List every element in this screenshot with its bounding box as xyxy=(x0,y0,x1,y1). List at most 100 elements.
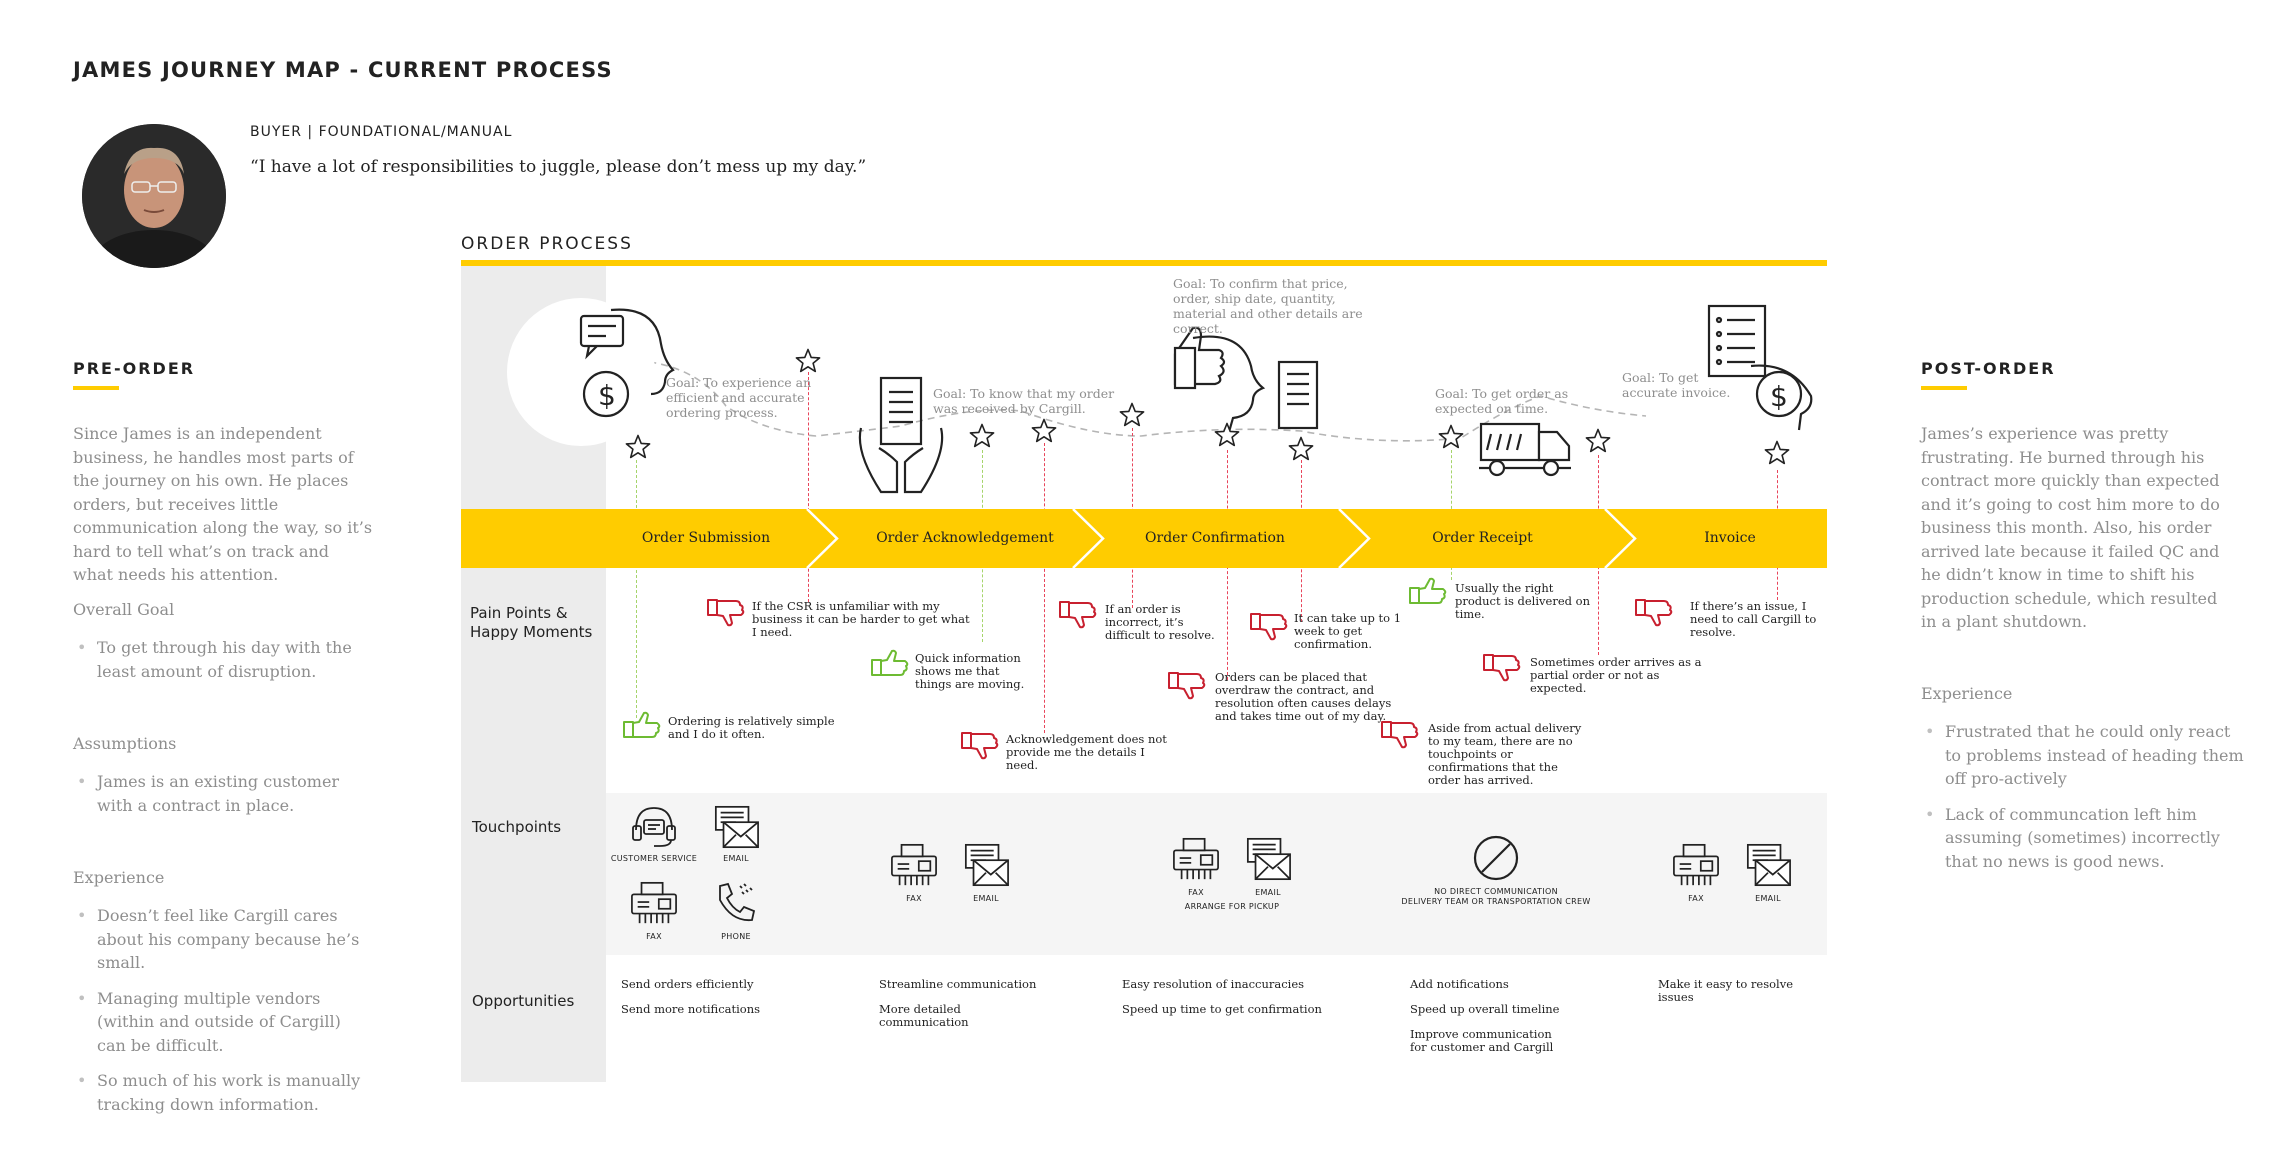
opportunity-item: Add notifications xyxy=(1410,977,1509,991)
opportunity-item: Easy resolution of inaccuracies xyxy=(1122,977,1305,991)
touchpoint-label: EMAIL xyxy=(973,894,999,903)
row-label-opportunities: Opportunities xyxy=(472,992,575,1010)
phone-icon xyxy=(719,882,756,922)
stage-invoice: Invoice xyxy=(1704,530,1756,546)
opportunity-item: Speed up overall timeline xyxy=(1410,1002,1560,1016)
pain-point: Aside from actual delivery to my team, t… xyxy=(1428,721,1582,787)
pre-experience-item: Managing multiple vendors (within and ou… xyxy=(77,987,373,1058)
thumbs-down-icon xyxy=(706,598,746,628)
fax-icon xyxy=(890,842,938,888)
fax-icon xyxy=(1172,836,1220,882)
overall-goal-label: Overall Goal xyxy=(73,600,175,619)
pre-experience-item: Doesn’t feel like Cargill cares about hi… xyxy=(77,904,373,975)
opportunity-item: Speed up time to get confirmation xyxy=(1122,1002,1322,1016)
thumbs-down-icon xyxy=(1380,720,1420,750)
stage-band xyxy=(461,509,1827,568)
touchpoint-note: ARRANGE FOR PICKUP xyxy=(1184,902,1280,911)
pain-point: Orders can be placed that overdraw the c… xyxy=(1215,670,1392,723)
pre-order-underline xyxy=(73,386,119,390)
no-communication-icon xyxy=(1473,835,1519,881)
persona-avatar xyxy=(82,124,226,268)
pre-order-heading: PRE-ORDER xyxy=(73,359,196,378)
goal-acknowledgement: Goal: To know that my order was received… xyxy=(933,386,1115,416)
stage-chevrons xyxy=(806,509,1637,568)
post-experience-list: Frustrated that he could only react to p… xyxy=(1921,720,2245,885)
post-order-heading: POST-ORDER xyxy=(1921,359,2056,378)
goal-confirmation: Goal: To confirm that price, order, ship… xyxy=(1173,276,1363,336)
pain-point: Acknowledgement does not provide me the … xyxy=(1006,732,1167,772)
post-experience-item: Frustrated that he could only react to p… xyxy=(1925,720,2245,791)
overall-goal-item: To get through his day with the least am… xyxy=(77,636,373,683)
star-icon xyxy=(625,434,651,460)
row-label-touchpoints: Touchpoints xyxy=(472,818,562,836)
persona-quote: “I have a lot of responsibilities to jug… xyxy=(250,157,867,177)
touchpoint-label: EMAIL xyxy=(1755,894,1781,903)
overall-goal-list: To get through his day with the least am… xyxy=(73,636,373,695)
star-icon xyxy=(1031,418,1057,444)
goal-submission: Goal: To experience an efficient and acc… xyxy=(666,375,812,420)
pre-experience-list: Doesn’t feel like Cargill cares about hi… xyxy=(73,904,373,1128)
stage-order-receipt: Order Receipt xyxy=(1432,530,1533,546)
star-icon xyxy=(969,423,995,449)
goal-invoice: Goal: To get accurate invoice. xyxy=(1622,370,1731,400)
thumbs-up-icon xyxy=(1408,576,1448,606)
touchpoint-label: EMAIL xyxy=(1255,888,1281,897)
fax-icon xyxy=(1672,842,1720,888)
email-icon xyxy=(962,842,1010,888)
pain-point: It can take up to 1 week to get confirma… xyxy=(1294,611,1402,651)
email-icon xyxy=(1744,842,1792,888)
happy-moment: Ordering is relatively simple and I do i… xyxy=(668,714,835,741)
opportunity-item: Streamline communication xyxy=(879,977,1037,991)
star-icon xyxy=(795,348,821,374)
confirmation-icon xyxy=(1173,326,1319,433)
persona-role: BUYER | FOUNDATIONAL/MANUAL xyxy=(250,124,513,140)
stage-order-confirmation: Order Confirmation xyxy=(1145,530,1285,546)
touchpoint-label: FAX xyxy=(1688,894,1704,903)
pre-order-paragraph: Since James is an independent business, … xyxy=(73,424,373,584)
fax-icon xyxy=(630,880,678,926)
journey-illustrations: $ $ xyxy=(507,298,1813,494)
goal-receipt: Goal: To get order as expected on time. xyxy=(1435,386,1569,416)
submission-icon: $ xyxy=(507,298,675,446)
star-icon xyxy=(1214,422,1240,448)
email-icon xyxy=(1244,836,1292,882)
post-order-underline xyxy=(1921,386,1967,390)
touchpoint-label: FAX xyxy=(646,932,662,941)
touchpoint-label: FAX xyxy=(906,894,922,903)
touchpoint-label: PHONE xyxy=(721,932,751,941)
assumptions-list: James is an existing customer with a con… xyxy=(73,770,373,829)
touchpoint-label: FAX xyxy=(1188,888,1204,897)
touchpoint-label: CUSTOMER SERVICE xyxy=(610,854,698,863)
star-icon xyxy=(1119,402,1145,428)
pain-point: Sometimes order arrives as a partial ord… xyxy=(1530,655,1702,695)
assumptions-label: Assumptions xyxy=(73,734,177,753)
pain-point: If an order is incorrect, it’s difficult… xyxy=(1105,602,1215,642)
thumbs-down-icon xyxy=(1058,600,1098,630)
assumption-item: James is an existing customer with a con… xyxy=(77,770,373,817)
pain-point: If the CSR is unfamiliar with my busines… xyxy=(752,599,970,639)
happy-moment: Usually the right product is delivered o… xyxy=(1455,581,1590,621)
connector-line xyxy=(808,372,809,602)
row-label-pain: Pain Points & Happy Moments xyxy=(470,604,593,641)
happy-moment: Quick information shows me that things a… xyxy=(915,651,1025,691)
thumbs-down-icon xyxy=(1634,598,1674,628)
star-icon xyxy=(1764,440,1790,466)
opportunity-item: Improve communication for customer and C… xyxy=(1410,1027,1554,1054)
svg-text:$: $ xyxy=(598,379,616,412)
pre-experience-item: So much of his work is manually tracking… xyxy=(77,1069,373,1116)
post-order-paragraph: James’s experience was pretty frustratin… xyxy=(1921,424,2220,631)
opportunity-item: Make it easy to resolve issues xyxy=(1658,977,1794,1004)
acknowledgement-icon xyxy=(858,376,944,494)
opportunity-item: More detailed communication xyxy=(879,1002,969,1029)
pre-experience-label: Experience xyxy=(73,868,165,887)
email-icon xyxy=(712,804,760,850)
post-experience-item: Lack of communcation left him assuming (… xyxy=(1925,803,2245,874)
thumbs-down-icon xyxy=(1167,671,1207,701)
star-icon xyxy=(1585,428,1611,454)
connector-line xyxy=(1044,443,1045,733)
post-experience-label: Experience xyxy=(1921,684,2013,703)
stage-order-submission: Order Submission xyxy=(641,530,771,546)
order-process-heading: ORDER PROCESS xyxy=(461,234,633,254)
star-icon xyxy=(1438,424,1464,450)
order-process-topbar xyxy=(461,260,1827,266)
